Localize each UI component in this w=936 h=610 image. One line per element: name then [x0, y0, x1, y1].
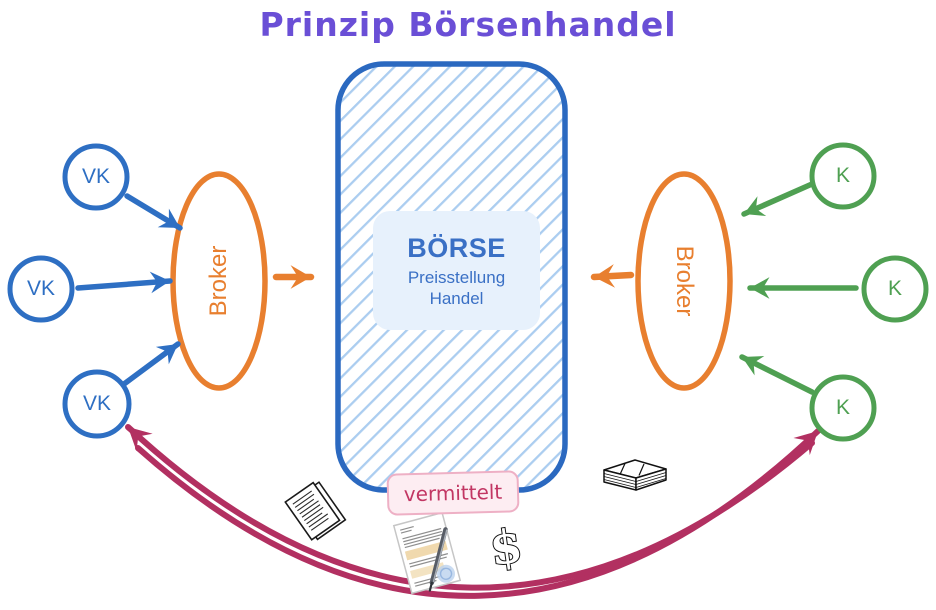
seller-label-3: VK — [82, 392, 111, 415]
svg-text:$: $ — [486, 518, 525, 576]
banknotes-icon — [603, 459, 667, 491]
exchange-function-2: Handel — [429, 288, 484, 308]
buyer-circle-3 — [809, 374, 877, 442]
broker-right-label: Broker — [671, 245, 698, 317]
buyer-circle-2 — [861, 255, 929, 323]
buyer1-arrow — [741, 181, 815, 217]
seller3-arrow — [121, 341, 181, 387]
buyer-label-3: K — [835, 396, 850, 419]
seller-label-2: VK — [26, 277, 55, 300]
buyer-label-1: K — [835, 164, 850, 187]
seller1-arrow — [124, 193, 183, 231]
mediates-badge: vermittelt — [386, 470, 520, 516]
seller-label-1: VK — [81, 165, 110, 188]
broker-right-to-exchange-arrow — [590, 264, 635, 288]
broker-left-label: Broker — [205, 245, 232, 317]
seller-circle-1 — [62, 143, 130, 211]
broker-right-ellipse — [635, 171, 733, 391]
exchange-function-1: Preisstellung — [407, 267, 506, 287]
contract-pen-icon — [392, 511, 462, 595]
buyer3-arrow — [739, 354, 815, 395]
buyer-circle-1 — [809, 142, 877, 210]
document-icon — [284, 481, 347, 541]
broker-left-ellipse — [170, 171, 268, 391]
exchange-inner-box: BÖRSE Preisstellung Handel — [373, 211, 540, 330]
exchange-name: BÖRSE — [407, 232, 506, 263]
seller-circle-2 — [7, 255, 75, 323]
seller2-arrow — [75, 271, 173, 294]
buyer-label-2: K — [887, 277, 902, 300]
dollar-sign-icon: $ — [485, 517, 526, 577]
mediates-label: vermittelt — [403, 479, 503, 507]
diagram-title: Prinzip Börsenhandel — [259, 5, 677, 44]
seller-circle-3 — [62, 369, 132, 439]
settlement-arrow-to-seller — [125, 424, 815, 591]
